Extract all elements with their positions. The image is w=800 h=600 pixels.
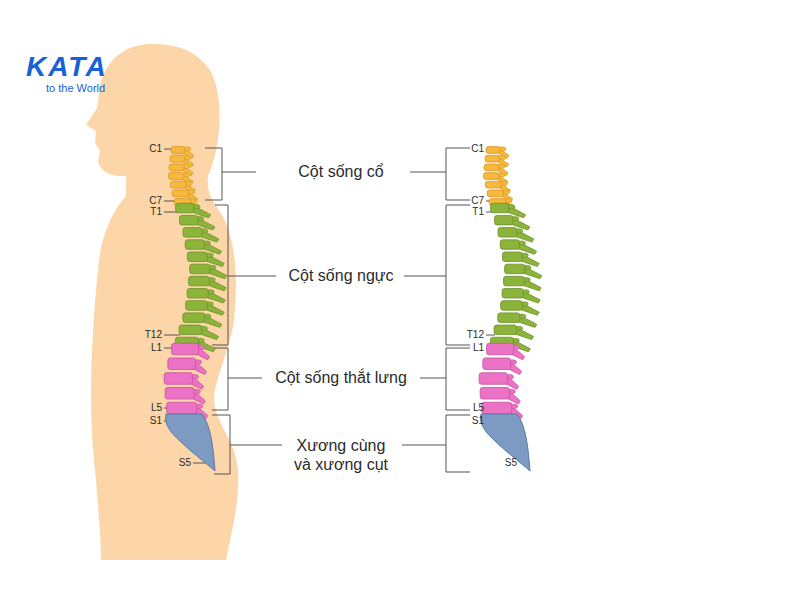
region-label: Cột sống thắt lưng xyxy=(275,368,407,387)
vertebra xyxy=(480,387,520,404)
vertebral-body xyxy=(172,343,199,355)
bracket xyxy=(410,148,470,200)
body-silhouette xyxy=(86,44,238,560)
vertebral-body xyxy=(189,276,210,286)
vertebra-label: L5 xyxy=(473,402,484,414)
spine-left xyxy=(164,147,227,471)
vertebral-body xyxy=(486,147,500,154)
vertebral-body xyxy=(165,387,194,399)
logo-tagline: to the World xyxy=(46,82,105,95)
brackets xyxy=(205,148,470,474)
vertebra-label: C1 xyxy=(149,143,162,155)
vertebra-label: C1 xyxy=(471,143,484,155)
vertebral-body xyxy=(183,313,205,323)
bracket xyxy=(404,205,470,345)
vertebral-body xyxy=(170,181,186,188)
logo-text: KATA xyxy=(26,50,108,84)
vertebra-label: T1 xyxy=(472,206,484,218)
bracket xyxy=(420,348,470,410)
vertebral-body xyxy=(187,289,208,299)
vertebral-body xyxy=(491,203,509,213)
vertebra xyxy=(483,358,522,375)
vertebral-body xyxy=(167,402,197,414)
vertebra-label: S5 xyxy=(179,457,191,469)
region-label: Xương cùng và xương cụt xyxy=(291,436,391,474)
vertebra-label: L1 xyxy=(151,342,162,354)
vertebral-body xyxy=(170,155,185,162)
vertebral-body xyxy=(487,343,514,355)
vertebra xyxy=(165,387,205,404)
vertebral-body xyxy=(183,228,202,238)
bracket xyxy=(212,348,262,410)
vertebral-body xyxy=(164,373,193,385)
vertebral-body xyxy=(487,190,504,197)
vertebra-label: T1 xyxy=(150,206,162,218)
vertebra-label: T12 xyxy=(467,329,484,341)
vertebral-body xyxy=(500,240,519,250)
vertebral-body xyxy=(485,155,500,162)
vertebra-label: T12 xyxy=(145,329,162,341)
vertebral-body xyxy=(502,252,522,262)
vertebral-body xyxy=(498,228,517,238)
vertebral-body xyxy=(495,215,513,225)
vertebra xyxy=(487,343,525,360)
vertebral-body xyxy=(172,190,189,197)
tick-line xyxy=(164,348,172,349)
vertebra-label: L1 xyxy=(473,342,484,354)
vertebra xyxy=(168,358,207,375)
vertebral-body xyxy=(504,276,525,286)
vertebra-label: C7 xyxy=(471,195,484,207)
region-label: Cột sống cổ xyxy=(298,162,383,181)
vertebra xyxy=(164,373,204,390)
vertebral-body xyxy=(176,203,194,213)
vertebral-body xyxy=(186,301,208,311)
vertebral-body xyxy=(505,264,525,274)
tick-line xyxy=(164,335,180,336)
vertebral-body xyxy=(485,181,501,188)
vertebra xyxy=(172,343,210,360)
vertebra-label: C7 xyxy=(149,195,162,207)
vertebra xyxy=(479,373,519,390)
bracket xyxy=(402,415,470,472)
vertebral-body xyxy=(168,173,184,180)
vertebral-body xyxy=(483,173,499,180)
vertebral-body xyxy=(171,147,185,154)
vertebral-body xyxy=(190,264,210,274)
vertebral-body xyxy=(179,325,202,335)
vertebra-label: S1 xyxy=(150,415,162,427)
sacrum-coccyx xyxy=(166,414,215,471)
vertebral-body xyxy=(169,164,184,171)
vertebral-body xyxy=(498,313,520,323)
vertebral-body xyxy=(479,373,508,385)
bracket xyxy=(212,415,282,474)
vertebral-body xyxy=(484,164,499,171)
tick-line xyxy=(486,335,495,336)
vertebral-body xyxy=(185,240,204,250)
vertebral-body xyxy=(480,387,509,399)
vertebral-body xyxy=(483,358,511,370)
region-label: Cột sống ngực xyxy=(289,266,394,285)
vertebral-body xyxy=(494,325,517,335)
vertebral-body xyxy=(502,289,523,299)
vertebra-label: S5 xyxy=(505,457,517,469)
bracket xyxy=(205,148,256,200)
vertebral-body xyxy=(168,358,196,370)
vertebral-body xyxy=(187,252,207,262)
tick-line xyxy=(193,463,205,464)
sacrum-coccyx xyxy=(481,414,530,471)
tick-lines xyxy=(164,149,495,463)
vertebra-label: L5 xyxy=(151,402,162,414)
vertebra-label: S1 xyxy=(472,415,484,427)
vertebral-body xyxy=(501,301,523,311)
vertebral-body xyxy=(482,402,512,414)
spine-right xyxy=(479,147,542,471)
vertebral-body xyxy=(180,215,198,225)
